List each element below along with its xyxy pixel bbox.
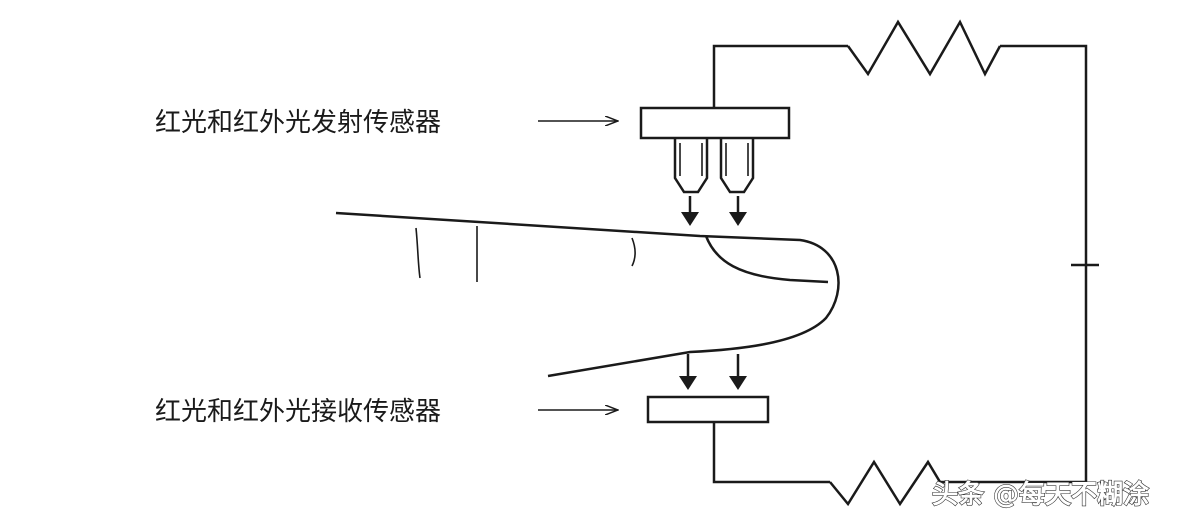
emitted-light-arrows — [681, 196, 747, 226]
circuit — [712, 19, 1099, 507]
receiver-label: 红光和红外光接收传感器 — [155, 397, 441, 427]
finger — [335, 211, 840, 378]
top-wire-right — [1000, 44, 1088, 482]
watermark: 头条 @每天不糊涂 — [932, 479, 1149, 510]
fingernail — [704, 235, 829, 284]
emitter-led-right — [719, 138, 755, 194]
arrow-head — [681, 212, 699, 226]
finger-outline — [335, 211, 840, 378]
top-resistor — [846, 19, 1002, 77]
arrow-head — [679, 376, 697, 390]
emitter-led-left — [673, 138, 709, 194]
top-wire-left — [712, 44, 848, 108]
arrow-head — [729, 212, 747, 226]
bottom-wire-left — [712, 422, 830, 484]
arrow-head — [729, 376, 747, 390]
received-light-arrows — [679, 354, 747, 390]
bottom-resistor — [829, 459, 942, 507]
receiver-bar — [646, 395, 770, 424]
crease-3 — [631, 237, 636, 267]
emitter-sensor — [639, 106, 791, 194]
crease-1 — [415, 227, 421, 279]
emitter-bar — [639, 106, 791, 140]
emitter-label: 红光和红外光发射传感器 — [155, 108, 441, 138]
